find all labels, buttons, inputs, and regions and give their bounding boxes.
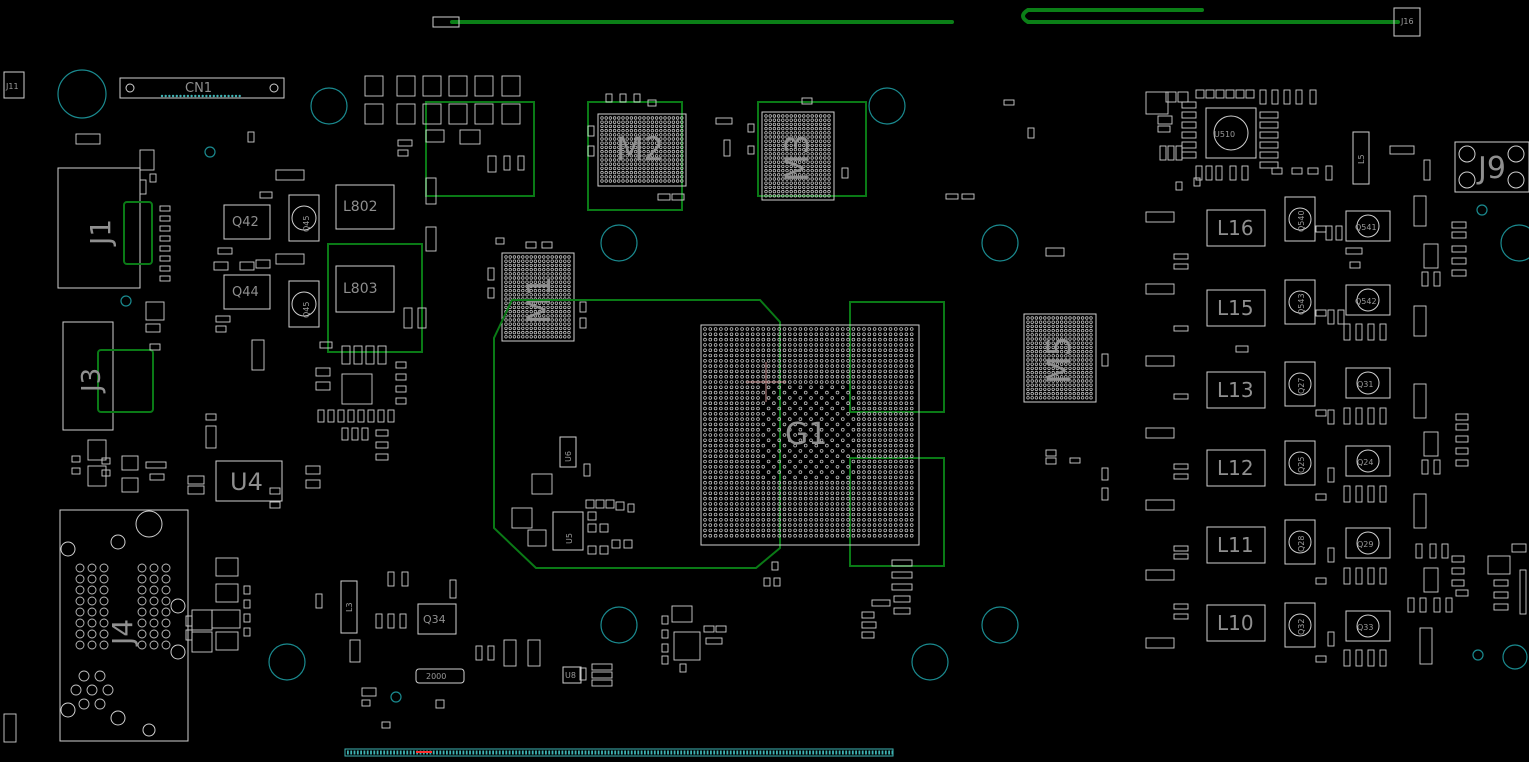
l13-inductor[interactable]: L13 bbox=[1206, 371, 1266, 409]
q44-transistor[interactable]: Q44 bbox=[223, 274, 271, 310]
l803-inductor[interactable]: L803 bbox=[327, 243, 423, 353]
r2000-resistor[interactable]: 2000 bbox=[415, 668, 465, 684]
q24-transistor[interactable]: Q24 bbox=[1345, 445, 1391, 477]
q540-label: Q540 bbox=[1297, 210, 1306, 232]
m3-label: M3 bbox=[778, 134, 816, 182]
q543-transistor[interactable]: Q543 bbox=[1284, 279, 1316, 325]
j1-label: J1 bbox=[84, 219, 117, 247]
l13-label: L13 bbox=[1217, 378, 1254, 402]
q31-transistor[interactable]: Q31 bbox=[1345, 367, 1391, 399]
j11-connector[interactable]: J11 bbox=[3, 71, 25, 99]
q543-label: Q543 bbox=[1297, 293, 1306, 315]
m3-module[interactable]: M3 bbox=[757, 101, 867, 201]
q45a-transistor[interactable]: Q45 bbox=[288, 194, 320, 242]
l16-inductor[interactable]: L16 bbox=[1206, 209, 1266, 247]
j16-label: J16 bbox=[1400, 17, 1414, 26]
q44-label: Q44 bbox=[232, 285, 259, 300]
q24-label: Q24 bbox=[1357, 458, 1373, 467]
pcie-edge-connector[interactable] bbox=[344, 748, 894, 757]
g1-outline-trace bbox=[493, 299, 945, 569]
j4-connector[interactable]: J4 bbox=[59, 509, 189, 742]
cn1-connector[interactable]: CN1 bbox=[119, 77, 285, 99]
l11-label: L11 bbox=[1217, 533, 1254, 557]
j3-label: J3 bbox=[77, 368, 107, 394]
top-left-trace-box bbox=[425, 101, 535, 197]
j1-connector[interactable]: J1 bbox=[57, 167, 153, 289]
q33-transistor[interactable]: Q33 bbox=[1345, 610, 1391, 642]
q25-label: Q25 bbox=[1297, 457, 1306, 473]
l802-label: L802 bbox=[343, 199, 378, 215]
r2000-label: 2000 bbox=[426, 672, 446, 681]
mounting-holes bbox=[57, 69, 1529, 703]
q29-label: Q29 bbox=[1357, 540, 1373, 549]
q540-transistor[interactable]: Q540 bbox=[1284, 196, 1316, 242]
l10-label: L10 bbox=[1217, 611, 1254, 635]
l3-inductor[interactable]: L3 bbox=[340, 580, 358, 634]
q42-label: Q42 bbox=[232, 215, 259, 230]
top-traces: J16 bbox=[432, 7, 1421, 37]
j9-connector[interactable]: J9 bbox=[1454, 141, 1529, 193]
q31-label: Q31 bbox=[1357, 380, 1373, 389]
q27-label: Q27 bbox=[1297, 378, 1306, 394]
q25-transistor[interactable]: Q25 bbox=[1284, 440, 1316, 486]
q32-transistor[interactable]: Q32 bbox=[1284, 602, 1316, 648]
q45b-transistor[interactable]: Q45 bbox=[288, 280, 320, 328]
u4-chip[interactable]: U4 bbox=[215, 460, 283, 502]
l15-label: L15 bbox=[1217, 296, 1254, 320]
m5-label: M5 bbox=[1040, 336, 1078, 384]
q542-transistor[interactable]: Q542 bbox=[1345, 284, 1391, 316]
q33-label: Q33 bbox=[1357, 623, 1373, 632]
l11-inductor[interactable]: L11 bbox=[1206, 526, 1266, 564]
q42-transistor[interactable]: Q42 bbox=[223, 204, 271, 240]
q45a-label: Q45 bbox=[302, 216, 311, 232]
m2-module[interactable]: M2 bbox=[587, 101, 687, 211]
u510-chip[interactable]: U510 bbox=[1205, 107, 1257, 159]
m1-module[interactable]: M1 bbox=[501, 252, 575, 342]
l3-label: L3 bbox=[345, 602, 354, 612]
l803-label: L803 bbox=[343, 281, 378, 297]
m5-module[interactable]: M5 bbox=[1023, 313, 1097, 403]
g1-gpu[interactable]: G1 bbox=[700, 324, 920, 546]
l802-inductor[interactable]: L802 bbox=[335, 184, 395, 230]
l5-label: L5 bbox=[1357, 154, 1366, 164]
l5-inductor[interactable]: L5 bbox=[1352, 131, 1370, 185]
cn1-label: CN1 bbox=[185, 81, 212, 96]
j3-connector[interactable]: J3 bbox=[62, 321, 154, 431]
l10-inductor[interactable]: L10 bbox=[1206, 604, 1266, 642]
l12-inductor[interactable]: L12 bbox=[1206, 449, 1266, 487]
q34-transistor[interactable]: Q34 bbox=[417, 603, 457, 635]
q28-transistor[interactable]: Q28 bbox=[1284, 519, 1316, 565]
l16-label: L16 bbox=[1217, 216, 1254, 240]
q28-label: Q28 bbox=[1297, 536, 1306, 552]
u4-label: U4 bbox=[230, 468, 263, 496]
u5-chip[interactable]: U5 bbox=[552, 511, 584, 551]
q45b-label: Q45 bbox=[302, 302, 311, 318]
l15-inductor[interactable]: L15 bbox=[1206, 289, 1266, 327]
u5-label: U5 bbox=[565, 533, 574, 544]
j9-label: J9 bbox=[1476, 151, 1506, 186]
q541-label: Q541 bbox=[1355, 223, 1377, 232]
q34-label: Q34 bbox=[423, 613, 446, 626]
j11-label: J11 bbox=[5, 82, 19, 91]
u6-chip[interactable]: U6 bbox=[559, 436, 577, 468]
q29-transistor[interactable]: Q29 bbox=[1345, 527, 1391, 559]
q542-label: Q542 bbox=[1355, 297, 1377, 306]
g1-label: G1 bbox=[785, 417, 827, 452]
u8-label: U8 bbox=[565, 671, 576, 680]
q541-transistor[interactable]: Q541 bbox=[1345, 210, 1391, 242]
passive-components bbox=[3, 75, 1527, 743]
u8-chip[interactable]: U8 bbox=[562, 666, 582, 684]
u510-label: U510 bbox=[1214, 130, 1235, 139]
q27-transistor[interactable]: Q27 bbox=[1284, 361, 1316, 407]
l12-label: L12 bbox=[1217, 456, 1254, 480]
m2-label: M2 bbox=[616, 130, 664, 168]
q32-label: Q32 bbox=[1297, 619, 1306, 635]
j4-label: J4 bbox=[106, 619, 139, 647]
u6-label: U6 bbox=[564, 451, 573, 462]
